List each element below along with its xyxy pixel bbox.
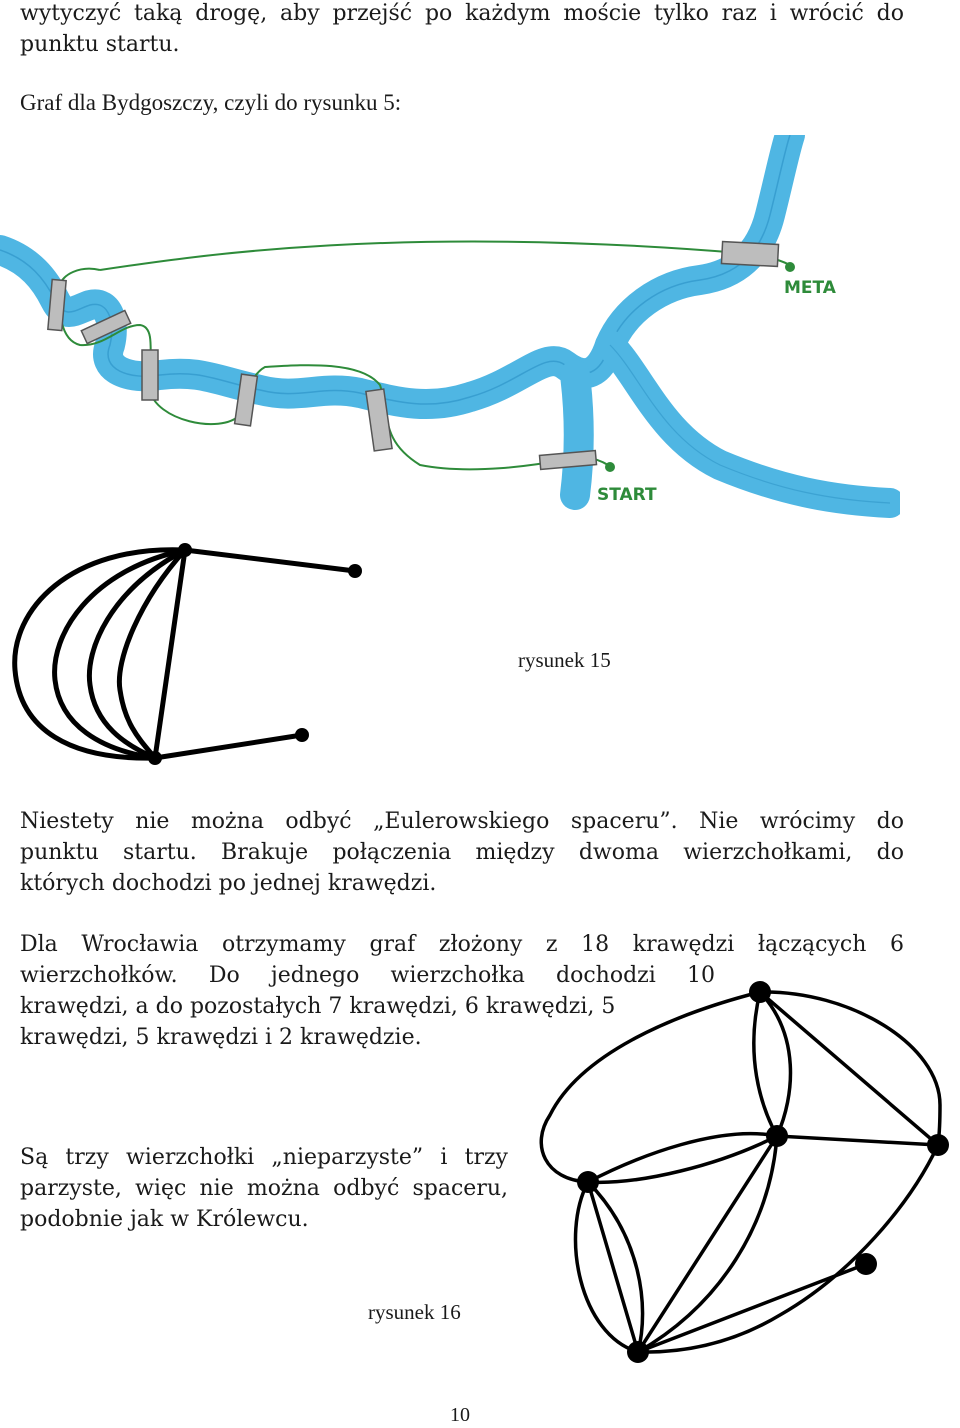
vertex-left [577,1171,599,1193]
bridge-6 [538,449,598,471]
paragraph-2-line-2: wierzchołków. Do jednego wierzchołka doc… [20,963,715,988]
bridges [47,240,780,471]
vertex-lower-right [855,1253,877,1275]
edge-to-bottom-leaf [152,732,305,761]
paragraph-3-line-1: Są trzy wierzchołki „nieparzyste” i trzy [20,1145,508,1170]
figure-15-caption: rysunek 15 [518,648,611,672]
figure-15-graph [12,543,362,765]
bridge-4 [233,373,259,427]
figure-16-graph [539,981,949,1363]
intro-line-2: punktu startu. [20,32,180,57]
paragraph-1-line-2: punktu startu. Brakuje połączenia między… [20,840,904,865]
paragraph-3: Są trzy wierzchołki „nieparzyste” i trzy… [20,1142,508,1235]
paragraph-2-line-1: Dla Wrocławia otrzymamy graf złożony z 1… [20,932,904,957]
edge-left-bottom [586,1180,640,1354]
meta-point [785,262,795,272]
intro-line-1: wytyczyć taką drogę, aby przejść po każd… [20,1,904,26]
edge-center-left-1 [586,1131,779,1184]
river-branch [560,330,900,518]
vertex-top [749,981,771,1003]
edge-to-top-leaf [182,547,358,574]
edge-center-bottom-1 [636,1134,779,1354]
meta-label: META [784,278,837,298]
edge-top-center-2 [758,990,793,1138]
edge-arc-4 [116,547,188,761]
vertex-bottom [148,751,162,765]
vertex-bottom-leaf [295,728,309,742]
edge-outer-left-bottom [573,1180,640,1354]
paragraph-2-line-4: krawędzi, 5 krawędzi i 2 krawędzie. [20,1025,422,1050]
bridge-3 [141,349,159,401]
edge-left-bottom-2 [586,1180,645,1354]
paragraph-3-line-2: parzyste, więc nie można odbyć spaceru, [20,1176,508,1201]
graph-caption: Graf dla Bydgoszczy, czyli do rysunku 5: [20,90,402,115]
start-point [605,462,615,472]
vertex-right [927,1134,949,1156]
paragraph-2: Dla Wrocławia otrzymamy graf złożony z 1… [20,929,904,1053]
bydgoszcz-river-map: START META [0,135,900,518]
page-number: 10 [450,1404,470,1426]
intro-text: wytyczyć taką drogę, aby przejść po każd… [20,0,904,60]
paragraph-1-line-1: Niestety nie można odbyć „Eulerowskiego … [20,809,904,834]
paragraph-2-line-3: krawędzi, a do pozostałych 7 krawędzi, 6… [20,994,616,1019]
edge-arc-1 [12,547,188,761]
edge-top-center-1 [752,990,779,1138]
edge-arc-3 [86,547,188,761]
edge-straight [152,547,188,761]
bridge-5 [365,388,393,452]
vertex-bottom [627,1341,649,1363]
vertex-center [766,1125,788,1147]
edge-top-right [758,990,940,1147]
paragraph-1: Niestety nie można odbyć „Eulerowskiego … [20,806,904,899]
bridge-7 [720,240,780,268]
paragraph-3-line-3: podobnie jak w Królewcu. [20,1207,309,1232]
vertex-top [178,543,192,557]
bridge-2 [80,309,132,345]
edge-bottom-lowright [636,1262,868,1354]
paragraph-1-line-3: których dochodzi po jednej krawędzi. [20,871,437,896]
edge-center-right [775,1134,940,1147]
bridge-1 [47,278,67,332]
edge-arc-2 [52,547,188,761]
vertex-top-leaf [348,564,362,578]
edge-outer-right-bottom [636,1143,940,1354]
edge-center-left-2 [586,1134,779,1185]
edge-center-bottom-2 [636,1134,779,1354]
start-label: START [597,485,657,505]
edge-outer-top-left [539,990,762,1184]
figure-16-caption: rysunek 16 [368,1300,461,1324]
river-main [0,135,805,420]
